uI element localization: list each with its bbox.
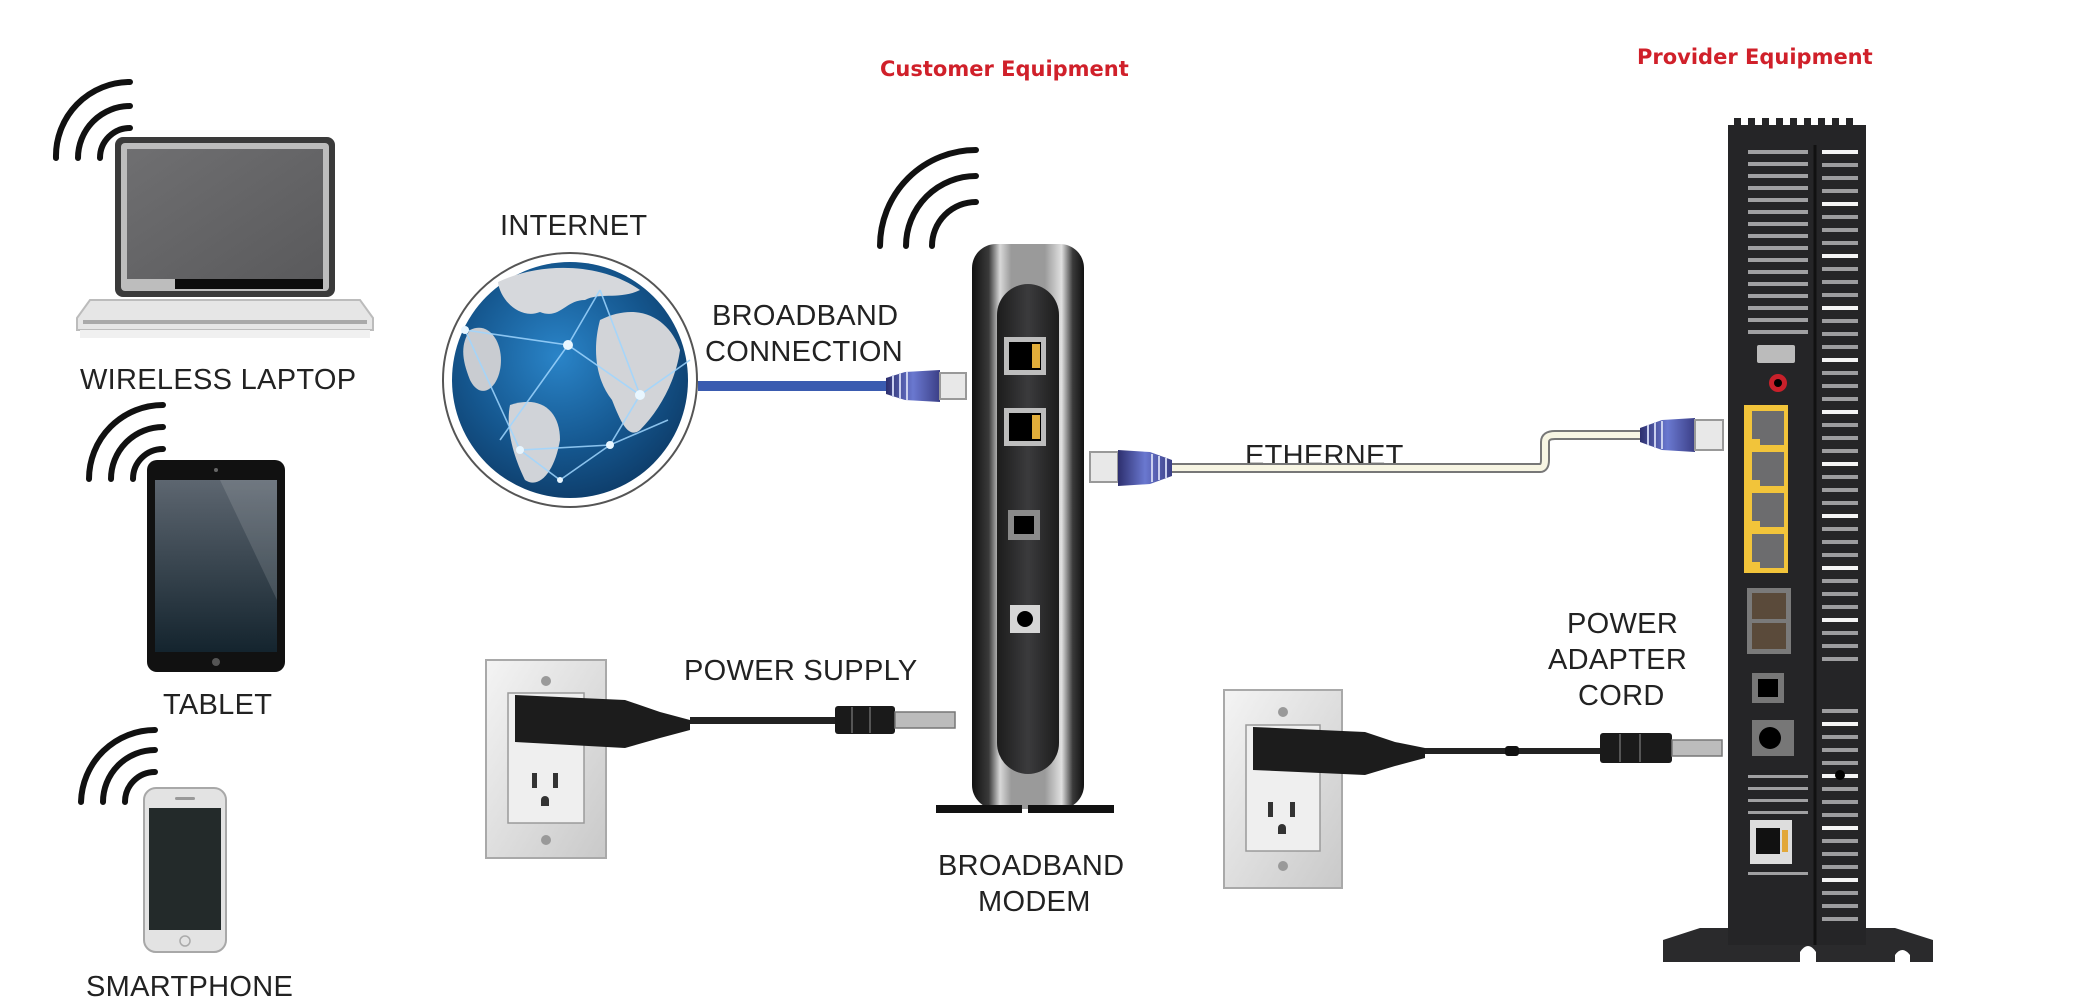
broadband-cable xyxy=(698,370,967,402)
modem-icon xyxy=(936,244,1114,813)
power-supply-cable xyxy=(515,695,956,748)
router-vents xyxy=(1748,150,1808,875)
internet-label: INTERNET xyxy=(500,210,647,242)
modem-button xyxy=(1008,510,1040,540)
wall-outlet-icon xyxy=(1223,689,1343,889)
provider-equipment-header: Provider Equipment xyxy=(1637,45,1873,69)
ethernet-cable xyxy=(1089,418,1724,486)
laptop-wifi-icon xyxy=(52,79,133,161)
router-vent-top xyxy=(1734,118,1853,130)
power-adapter-cable xyxy=(1253,727,1723,775)
power-adapter-label: POWER ADAPTER CORD xyxy=(1548,608,1687,712)
tablet-label: TABLET xyxy=(163,689,272,721)
tablet-icon xyxy=(147,460,285,672)
smartphone-label: SMARTPHONE xyxy=(86,971,293,1003)
customer-equipment-header: Customer Equipment xyxy=(880,57,1129,81)
router-vents xyxy=(1822,150,1858,921)
modem-power-jack xyxy=(1010,605,1040,633)
power-adapter-label-line3: CORD xyxy=(1578,680,1665,712)
modem-label-line1: BROADBAND xyxy=(938,850,1124,882)
modem-wifi-icon xyxy=(877,147,979,249)
broadband-connection-label-line1: BROADBAND xyxy=(712,300,898,332)
power-adapter-label-line1: POWER xyxy=(1567,608,1678,640)
power-supply-label: POWER SUPPLY xyxy=(684,655,918,687)
smartphone-wifi-icon xyxy=(78,727,158,805)
modem-ethernet-port xyxy=(1004,337,1046,375)
wall-outlet-icon xyxy=(485,659,607,859)
laptop-icon xyxy=(76,137,374,338)
power-adapter-label-line2: ADAPTER xyxy=(1548,644,1687,676)
modem-label-line2: MODEM xyxy=(978,886,1091,918)
smartphone-icon xyxy=(143,787,227,953)
router-icon xyxy=(1663,118,1933,962)
tablet-wifi-icon xyxy=(86,402,166,482)
broadband-connection-label-line2: CONNECTION xyxy=(705,336,903,368)
laptop-label: WIRELESS LAPTOP xyxy=(80,364,356,396)
globe-icon xyxy=(442,252,698,508)
modem-ethernet-port xyxy=(1004,408,1046,446)
